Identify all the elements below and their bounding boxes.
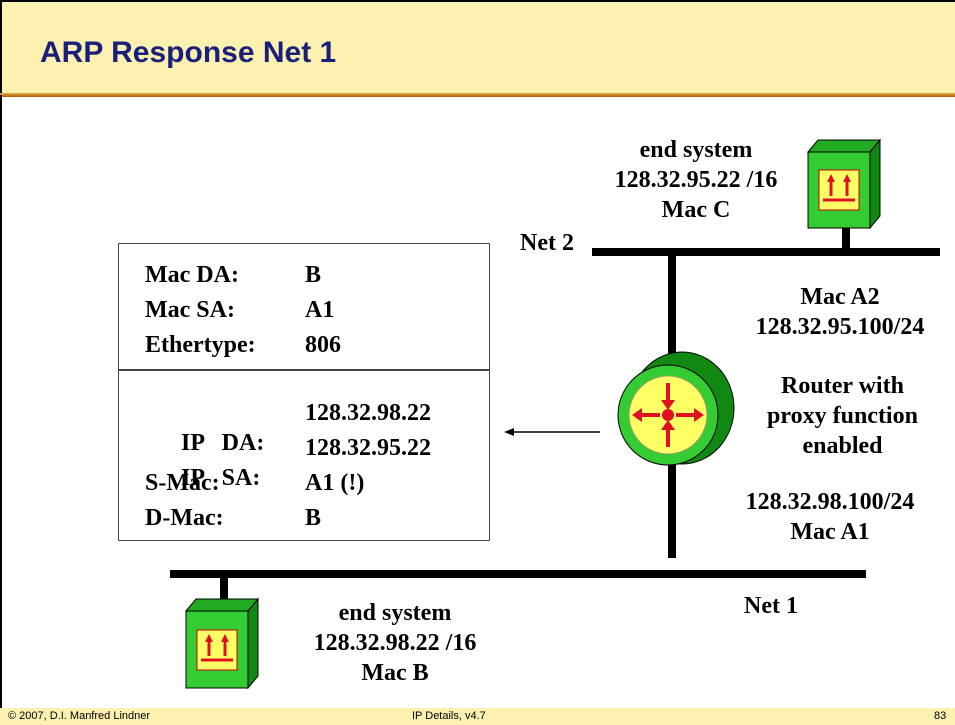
router-label: Router with proxy function enabled bbox=[735, 371, 950, 461]
field-label: S-Mac: bbox=[145, 470, 220, 496]
end-system-b-label: end system 128.32.98.22 /16 Mac B bbox=[270, 598, 520, 688]
router-label-line1: Router with bbox=[781, 373, 904, 399]
left-border bbox=[0, 95, 2, 725]
end-system-c-type: end system bbox=[639, 137, 753, 163]
end-system-b-mac: Mac B bbox=[361, 660, 429, 686]
field-label: Mac DA: bbox=[145, 262, 239, 288]
router-mac-a1: Mac A1 bbox=[790, 519, 870, 545]
footer-bar: © 2007, D.I. Manfred Lindner IP Details,… bbox=[0, 708, 955, 725]
response-arrow bbox=[504, 428, 600, 436]
end-system-b-type: end system bbox=[338, 600, 452, 626]
field-value: B bbox=[305, 505, 322, 531]
router-label-line2: proxy function bbox=[767, 403, 918, 429]
end-system-b-ip: 128.32.98.22 /16 bbox=[313, 630, 477, 656]
field-label: IP DA: bbox=[181, 430, 265, 456]
field-value: 128.32.98.22 bbox=[305, 400, 431, 426]
frame-row-mac-da: Mac DA: bbox=[145, 260, 239, 290]
frame-val-d-mac: B bbox=[305, 503, 321, 533]
frame-row-ip-sa: IP SA: bbox=[145, 433, 260, 523]
router-mac-a2: Mac A2 bbox=[800, 284, 880, 310]
router-icon bbox=[617, 351, 735, 466]
field-label: D-Mac: bbox=[145, 505, 224, 531]
frame-row-ethertype: Ethertype: bbox=[145, 330, 256, 360]
end-system-c-icon bbox=[806, 138, 882, 230]
router-net2-label: Mac A2 128.32.95.100/24 bbox=[730, 282, 950, 342]
arp-frame-box: Mac DA: B Mac SA: A1 Ethertype: 806 IP D… bbox=[118, 243, 490, 541]
end-system-c-ip: 128.32.95.22 /16 bbox=[614, 167, 778, 193]
end-system-c-mac: Mac C bbox=[661, 197, 731, 223]
header-bar: ARP Response Net 1 bbox=[0, 0, 955, 95]
footer-course: IP Details, v4.7 bbox=[412, 710, 486, 722]
frame-val-mac-sa: A1 bbox=[305, 295, 334, 325]
router-label-line3: enabled bbox=[802, 433, 883, 459]
frame-val-s-mac: A1 (!) bbox=[305, 468, 364, 498]
field-label: Mac SA: bbox=[145, 297, 235, 323]
frame-row-mac-sa: Mac SA: bbox=[145, 295, 235, 325]
field-label: IP SA: bbox=[181, 465, 261, 491]
top-border bbox=[0, 0, 955, 2]
header-divider bbox=[0, 93, 955, 97]
footer-copyright: © 2007, D.I. Manfred Lindner bbox=[8, 710, 151, 722]
end-system-b-icon bbox=[184, 597, 260, 690]
net1-label: Net 1 bbox=[744, 593, 798, 619]
field-value: 128.32.95.22 bbox=[305, 435, 431, 461]
frame-row-ip-da: IP DA: bbox=[145, 398, 264, 488]
frame-val-mac-da: B bbox=[305, 260, 321, 290]
field-label: Ethertype: bbox=[145, 332, 256, 358]
frame-val-ip-sa: 128.32.95.22 bbox=[305, 433, 431, 463]
router-ip-net1: 128.32.98.100/24 bbox=[745, 489, 915, 515]
field-value: 806 bbox=[305, 332, 341, 358]
frame-row-s-mac: S-Mac: bbox=[145, 468, 220, 498]
frame-val-ip-da: 128.32.98.22 bbox=[305, 398, 431, 428]
frame-row-d-mac: D-Mac: bbox=[145, 503, 224, 533]
field-value: A1 (!) bbox=[305, 470, 365, 496]
end-system-c-label: end system 128.32.95.22 /16 Mac C bbox=[576, 135, 816, 225]
net2-label: Net 2 bbox=[520, 230, 574, 256]
frame-val-ethertype: 806 bbox=[305, 330, 341, 360]
router-net1-label: 128.32.98.100/24 Mac A1 bbox=[710, 487, 950, 547]
slide-title: ARP Response Net 1 bbox=[40, 36, 337, 69]
footer-page-number: 83 bbox=[934, 710, 947, 722]
field-value: A1 bbox=[305, 297, 335, 323]
field-value: B bbox=[305, 262, 322, 288]
router-ip-net2: 128.32.95.100/24 bbox=[755, 314, 925, 340]
frame-divider bbox=[119, 369, 489, 371]
